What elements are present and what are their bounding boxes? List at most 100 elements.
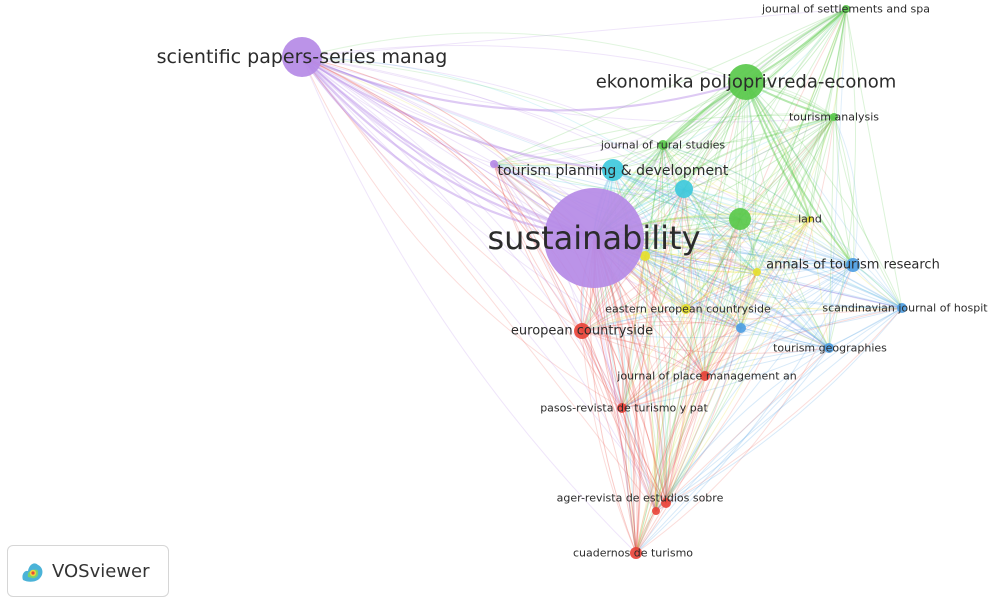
node-ager[interactable] — [661, 498, 671, 508]
network-link — [683, 188, 758, 273]
vosviewer-watermark: VOSviewer — [7, 545, 169, 597]
network-link — [685, 307, 903, 310]
network-link — [612, 169, 854, 266]
network-node[interactable] — [729, 208, 751, 230]
network-link — [655, 327, 742, 512]
network-nodes — [282, 5, 907, 559]
network-link — [756, 262, 854, 273]
network-link — [627, 255, 646, 554]
network-link — [621, 116, 835, 409]
network-link — [665, 271, 758, 504]
network-link — [658, 308, 687, 504]
node-ekonomika[interactable] — [728, 64, 764, 100]
network-link — [635, 375, 706, 554]
network-link — [581, 218, 811, 332]
network-link — [493, 8, 847, 165]
network-node[interactable] — [490, 160, 498, 168]
network-link — [625, 188, 685, 554]
node-label-european: european countryside — [511, 324, 653, 339]
network-link — [828, 8, 857, 349]
network-link — [683, 188, 830, 349]
node-label-sustainability: sustainability — [487, 219, 700, 257]
network-link — [704, 264, 854, 377]
network-link — [756, 271, 903, 309]
node-scientific[interactable] — [282, 37, 322, 77]
network-link — [646, 144, 667, 504]
network-node[interactable] — [736, 323, 746, 333]
network-link — [685, 8, 847, 310]
network-link — [301, 56, 623, 409]
network-link — [644, 255, 706, 377]
network-link — [683, 188, 811, 220]
node-cuadernos[interactable] — [630, 547, 642, 559]
network-link — [635, 8, 847, 554]
network-node[interactable] — [675, 180, 693, 198]
network-node[interactable] — [753, 268, 761, 276]
network-link — [644, 255, 687, 310]
node-tourism-geographies[interactable] — [824, 343, 834, 353]
node-eastern[interactable] — [681, 304, 691, 314]
network-link — [704, 218, 811, 377]
network-link — [833, 116, 903, 309]
network-link — [828, 8, 847, 349]
node-pasos[interactable] — [617, 403, 627, 413]
network-link — [833, 116, 855, 266]
node-label-scandinavian: scandinavian journal of hospit — [822, 302, 988, 315]
network-link — [301, 56, 685, 190]
network-link — [685, 81, 747, 310]
network-link — [740, 218, 811, 329]
network-link — [665, 218, 741, 504]
network-link — [739, 8, 847, 220]
network-link — [612, 116, 835, 171]
network-link — [704, 116, 835, 377]
node-european[interactable] — [574, 323, 590, 339]
node-sustainability[interactable] — [544, 188, 644, 288]
node-place-management[interactable] — [700, 371, 710, 381]
network-link — [740, 81, 754, 329]
network-link — [745, 81, 903, 309]
network-link — [662, 144, 742, 329]
network-link — [683, 188, 692, 310]
network-link — [621, 375, 706, 409]
network-link — [300, 55, 615, 172]
network-link — [621, 255, 646, 409]
network-link — [635, 116, 835, 554]
network-link — [745, 81, 854, 266]
network-link — [704, 81, 747, 377]
network-link — [739, 218, 854, 266]
network-link — [740, 264, 854, 329]
network-link — [644, 81, 747, 257]
node-annals[interactable] — [846, 258, 860, 272]
network-link — [685, 308, 706, 377]
node-scandinavian[interactable] — [897, 303, 907, 313]
network-node[interactable] — [652, 507, 660, 515]
network-link — [644, 255, 671, 504]
network-link — [683, 116, 835, 190]
node-rural-studies[interactable] — [658, 140, 668, 150]
node-tourism-analysis[interactable] — [830, 113, 838, 121]
network-link — [655, 116, 835, 512]
network-link — [635, 81, 747, 554]
network-link — [685, 8, 847, 310]
network-link — [739, 218, 830, 349]
network-link — [301, 56, 854, 266]
node-label-cuadernos: cuadernos de turismo — [573, 547, 693, 560]
network-link — [301, 56, 583, 332]
network-link — [581, 255, 646, 332]
network-node[interactable] — [640, 251, 650, 261]
node-settlements[interactable] — [842, 5, 850, 13]
network-link — [745, 81, 854, 266]
network-link — [300, 55, 748, 112]
node-tourism-planning[interactable] — [602, 159, 624, 181]
network-link — [635, 264, 854, 554]
vosviewer-brand: VOSviewer — [52, 560, 150, 582]
network-link — [301, 56, 637, 554]
network-link — [740, 8, 847, 329]
network-link — [739, 218, 830, 349]
network-link — [756, 8, 847, 273]
network-link — [301, 45, 747, 83]
node-land[interactable] — [807, 216, 813, 222]
network-link — [493, 163, 623, 409]
network-link — [581, 307, 903, 332]
